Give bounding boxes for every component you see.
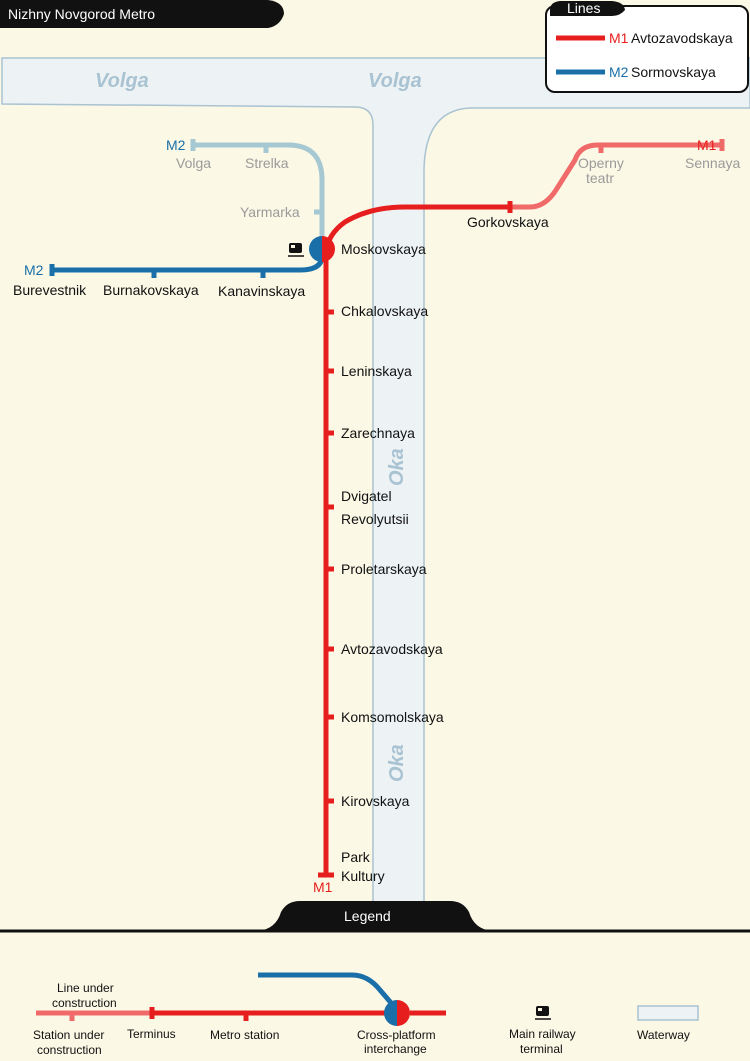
station-label-burnakovskaya: Burnakovskaya [103,282,199,298]
station-label-chkalovskaya: Chkalovskaya [341,303,428,319]
station-label-park: Park [341,849,371,865]
legend-interchange-m1-half [397,1000,410,1026]
station-label-komsomolskaya: Komsomolskaya [341,709,444,725]
river-label-oka-lower: Oka [386,744,408,782]
legend-label-terminus: Terminus [127,1027,176,1041]
legend-items [36,972,699,1026]
legend-title: Legend [344,908,391,924]
interchange-m1-half [322,236,335,262]
legend-interchange-m2-half [384,1000,397,1026]
legend-m2-line [258,972,394,1006]
lines-box-tab [550,1,625,16]
station-label-revolyutsii: Revolyutsii [341,511,409,527]
legend-railway-icon [535,1006,551,1020]
legend-label-railway-1: Main railway [509,1027,576,1041]
lines-box[interactable]: Lines M1 Avtozavodskaya M2 Sormovskaya [545,0,749,93]
interchange-moskovskaya[interactable] [309,236,335,262]
map-title: Nizhny Novgorod Metro [8,6,155,22]
station-label-kultury: Kultury [341,868,385,884]
legend-label-interchange-2: interchange [364,1042,427,1056]
station-label-moskovskaya: Moskovskaya [341,241,426,257]
lines-box-m2-code: M2 [609,64,629,80]
m2-line [52,240,325,273]
interchange-m2-half [309,236,322,262]
station-label-sennaya: Sennaya [685,155,740,171]
lines-box-m2-name: Sormovskaya [631,64,716,80]
legend-label-station-uc-2: construction [37,1043,102,1057]
station-label-avtozavodskaya: Avtozavodskaya [341,641,443,657]
legend-label-station-uc-1: Station under [33,1028,104,1042]
railway-terminal-icon [288,243,304,257]
station-label-leninskaya: Leninskaya [341,363,412,379]
river-label-oka-upper: Oka [386,448,408,486]
station-label-kanavinskaya: Kanavinskaya [218,283,305,299]
legend-label-line-uc-1: Line under [57,981,114,995]
legend-label-railway-2: terminal [520,1042,563,1056]
m2-marker-left: M2 [24,262,44,278]
lines-box-m1-code: M1 [609,30,629,46]
station-label-teatr: teatr [586,170,614,186]
legend-waterway-swatch [637,1005,699,1021]
legend-panel [0,932,750,1061]
title-tab [0,0,284,28]
station-label-kirovskaya: Kirovskaya [341,793,410,809]
waterways [1,57,750,906]
m1-marker-bottom: M1 [313,879,333,895]
lines-box-m1-name: Avtozavodskaya [631,30,733,46]
lines-box-title: Lines [567,0,600,16]
river-label-volga-left: Volga [95,70,149,92]
station-label-strelka: Strelka [245,155,289,171]
m1-station-ticks [326,309,334,804]
station-label-burevestnik: Burevestnik [13,282,87,298]
station-label-dvigatel: Dvigatel [341,488,392,504]
station-label-operny: Operny [578,155,624,171]
legend-label-waterway: Waterway [637,1028,690,1042]
station-label-yarmarka: Yarmarka [240,204,300,220]
m1-line-under-construction [510,142,722,210]
legend-label-metro-station: Metro station [210,1028,279,1042]
m2-line-under-construction [193,142,325,243]
station-label-zarechnaya: Zarechnaya [341,425,415,441]
legend-label-line-uc-2: construction [52,996,117,1010]
station-label-volga: Volga [176,155,211,171]
legend-tab [258,901,492,931]
volga-river [1,57,750,906]
legend-label-interchange-1: Cross-platform [357,1028,436,1042]
m2-marker-top: M2 [166,137,186,153]
station-label-gorkovskaya: Gorkovskaya [467,214,549,230]
station-label-proletarskaya: Proletarskaya [341,561,427,577]
river-label-volga-center: Volga [368,70,422,92]
m1-marker-right: M1 [697,137,717,153]
